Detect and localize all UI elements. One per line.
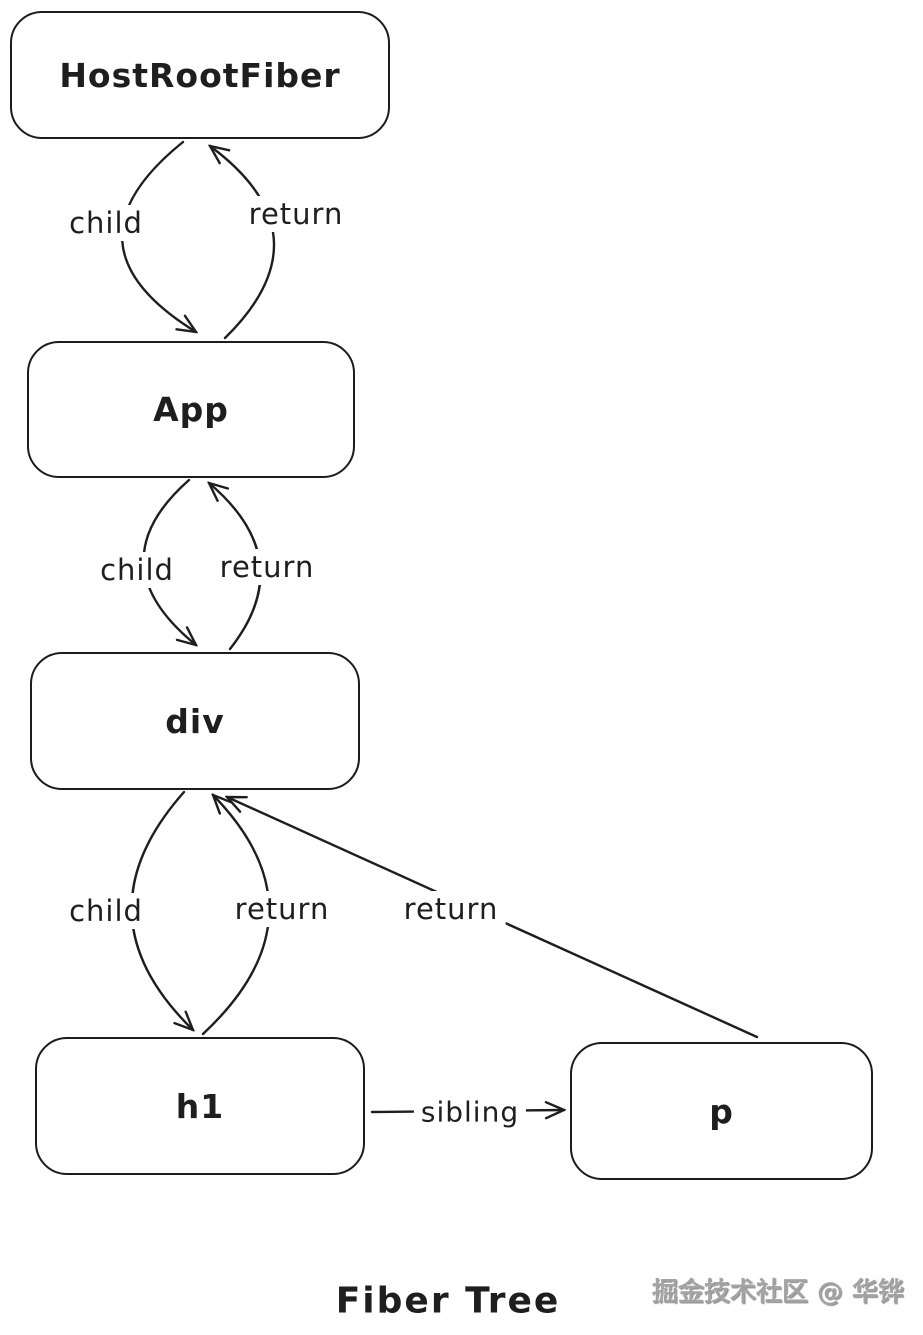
node-div: div <box>30 652 360 790</box>
node-p: p <box>570 1042 873 1180</box>
node-div-label: div <box>165 701 225 741</box>
node-hostrootfiber-label: HostRootFiber <box>59 55 341 95</box>
node-app-label: App <box>153 390 229 429</box>
edge-label-child-app-div: child <box>93 552 181 588</box>
diagram-title: Fiber Tree <box>335 1280 561 1322</box>
node-hostrootfiber: HostRootFiber <box>10 11 390 139</box>
edge-label-child-div-h1: child <box>62 893 150 929</box>
edge-label-child-hostrootfiber-app: child <box>62 205 150 241</box>
edge-label-sibling-h1-p: sibling <box>413 1094 527 1130</box>
edge-label-return-h1-div: return <box>227 891 337 927</box>
edge-label-return-app-hostrootfiber: return <box>241 196 351 232</box>
edge-label-return-div-app: return <box>212 549 322 585</box>
watermark-text: 掘金技术社区 @ 华铧 <box>651 1277 905 1308</box>
node-app: App <box>27 341 355 478</box>
edge-return-app-hostrootfiber <box>210 146 276 340</box>
node-p-label: p <box>709 1091 734 1131</box>
node-h1: h1 <box>35 1037 365 1175</box>
edge-label-return-p-div: return <box>396 891 506 927</box>
node-h1-label: h1 <box>175 1086 225 1126</box>
